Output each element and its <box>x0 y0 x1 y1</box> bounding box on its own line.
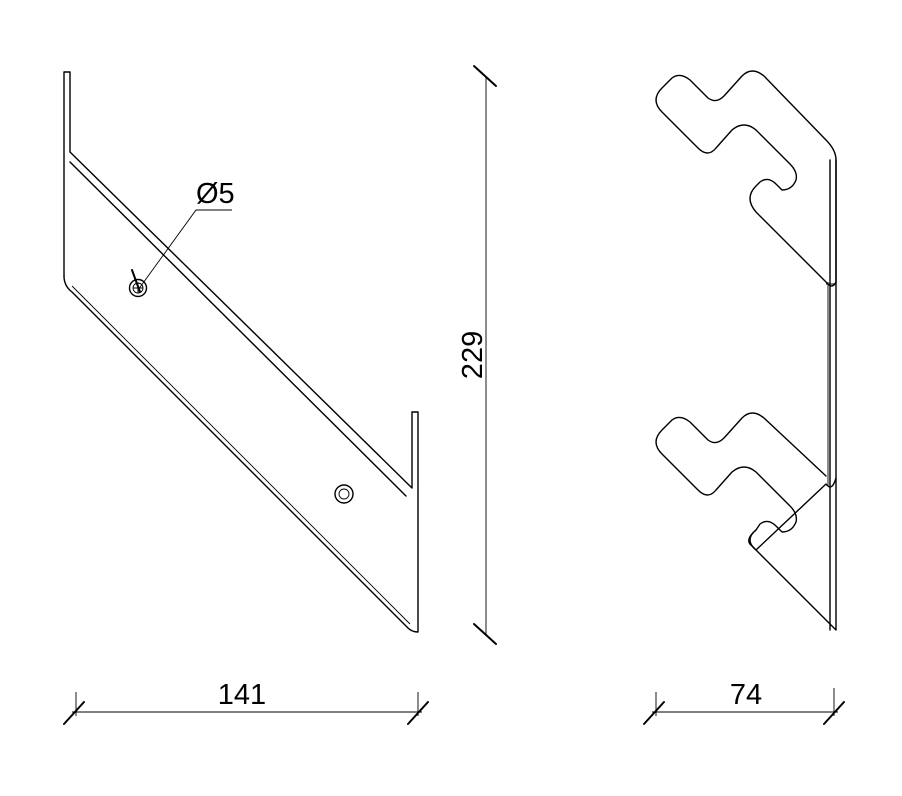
side-view-bend-line <box>71 285 411 625</box>
height-dimension-tick-bottom <box>473 623 497 645</box>
side-view-hole-lower-outer <box>334 484 354 504</box>
front-view-lower-hook <box>655 412 837 551</box>
side-width-dimension: 141 <box>63 679 429 725</box>
side-width-dimension-label: 141 <box>218 679 266 711</box>
side-view-hole-lower-inner <box>338 488 350 500</box>
front-width-tick-right <box>823 701 845 725</box>
hole-callout-arrow <box>131 269 141 293</box>
front-view <box>655 70 837 631</box>
hole-callout-leader <box>137 209 232 291</box>
front-width-dimension: 74 <box>643 679 845 725</box>
side-view-hole-upper-outer <box>128 278 148 298</box>
side-view-body-outline <box>63 151 419 633</box>
side-view <box>63 71 419 633</box>
front-view-plate-edge <box>748 159 837 631</box>
side-width-tick-right <box>407 701 429 725</box>
front-view-bend-lines <box>826 282 834 486</box>
hole-callout-label: Ø5 <box>196 178 235 210</box>
height-dimension-tick-top <box>473 65 497 87</box>
hole-callout: Ø5 <box>131 178 235 293</box>
front-width-dimension-label: 74 <box>730 679 762 711</box>
front-view-upper-hook <box>655 70 837 287</box>
side-view-back-flange <box>63 71 71 277</box>
height-dimension-label: 229 <box>457 331 489 379</box>
side-width-tick-left <box>63 701 85 725</box>
front-width-tick-left <box>643 701 665 725</box>
height-dimension: 229 <box>457 65 497 645</box>
